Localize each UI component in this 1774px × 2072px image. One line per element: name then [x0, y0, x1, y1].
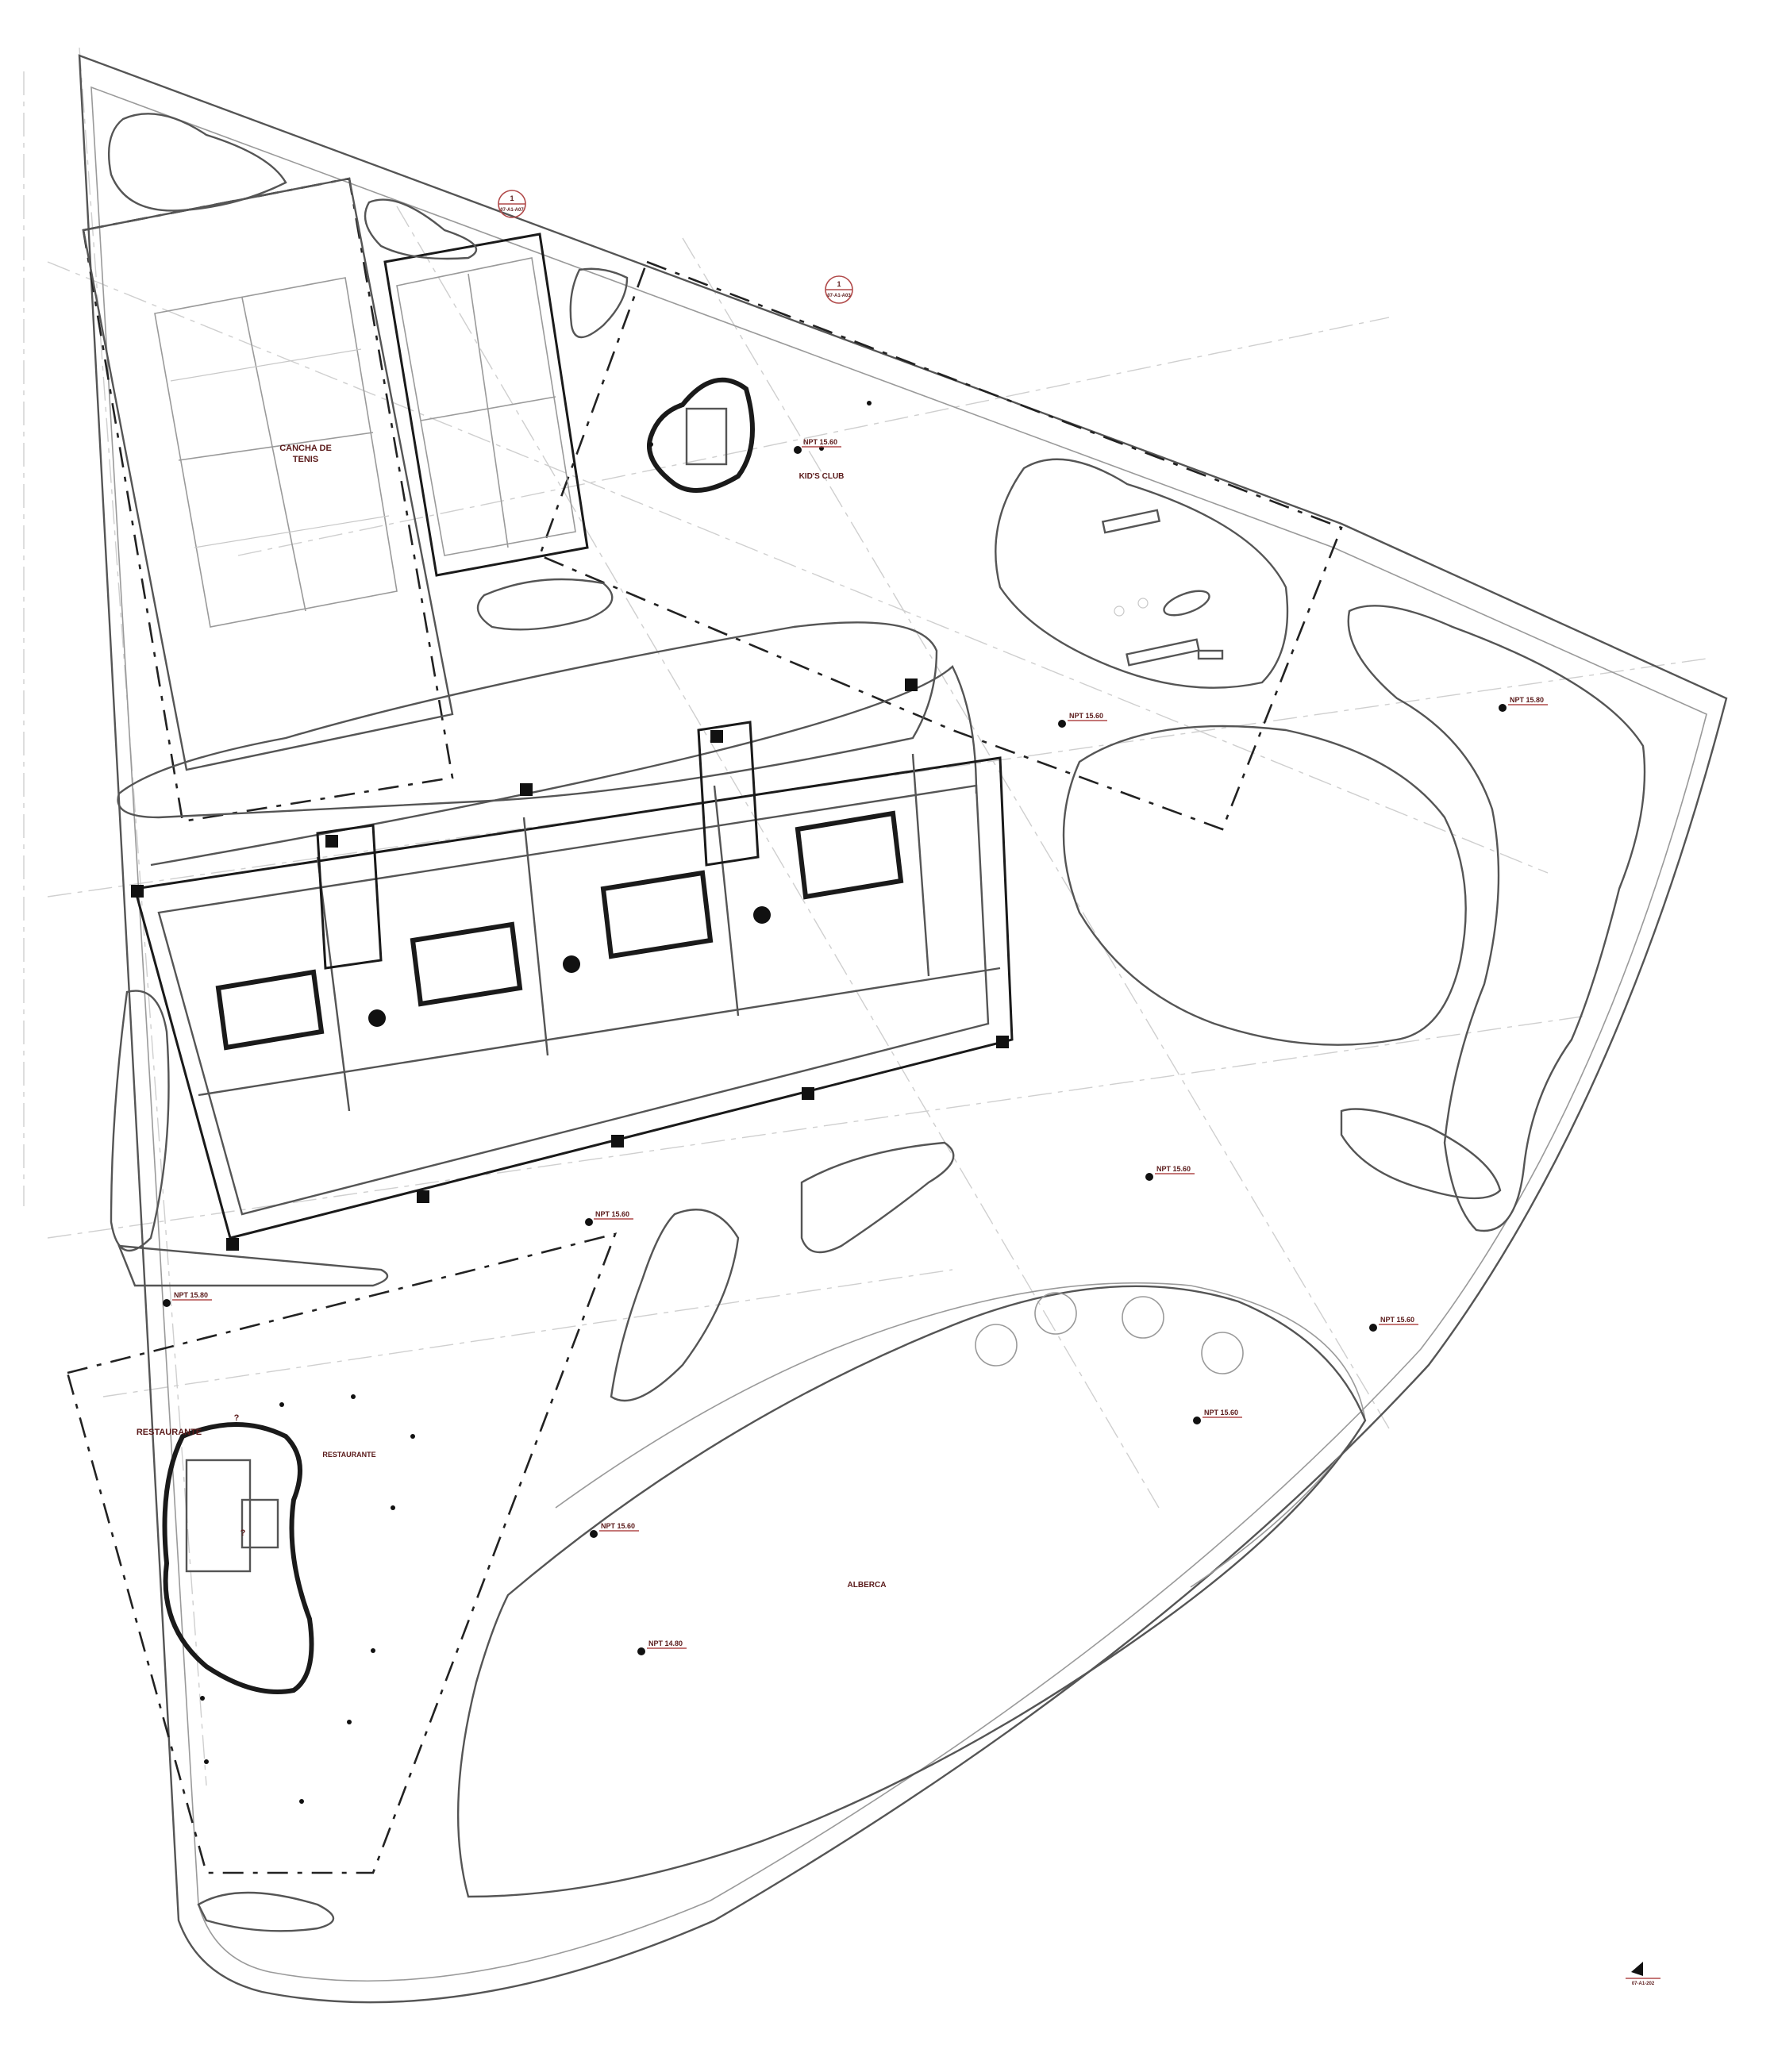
- level-label: NPT 15.60: [1069, 712, 1103, 720]
- north-arrow-code: 07-A1-202: [1632, 1982, 1655, 1986]
- section-marker-2-top: 1: [837, 280, 841, 288]
- restaurant-building: [162, 1422, 314, 1694]
- section-marker-2-code: 07-A1-A03: [827, 294, 851, 298]
- level-marker: NPT 15.60: [794, 438, 841, 454]
- level-marker: NPT 15.60: [1369, 1316, 1418, 1332]
- tennis-court-large: [82, 177, 454, 771]
- site-boundary: [78, 54, 1728, 2004]
- level-marker: NPT 15.60: [590, 1522, 639, 1538]
- level-marker: NPT 14.80: [637, 1640, 687, 1655]
- section-marker-1-code: 07-A1-A07: [500, 208, 524, 213]
- question-mark-2: ?: [241, 1528, 246, 1538]
- kids-club-label: KID'S CLUB: [799, 472, 845, 481]
- restaurant-label-2: RESTAURANTE: [322, 1451, 375, 1459]
- level-marker: NPT 15.60: [1193, 1409, 1242, 1424]
- landscape-forms: [108, 113, 1646, 1932]
- main-building: [131, 678, 1014, 1251]
- pool-label: ALBERCA: [848, 1581, 887, 1590]
- north-arrow: 07-A1-202: [1626, 1962, 1660, 1986]
- level-label: NPT 15.80: [174, 1291, 208, 1299]
- question-mark: ?: [234, 1413, 240, 1423]
- level-marker: NPT 15.80: [163, 1291, 212, 1307]
- section-marker-1-top: 1: [510, 194, 514, 202]
- tennis-court-small: [383, 233, 589, 577]
- playground: [1101, 509, 1224, 667]
- level-label: NPT 15.60: [1204, 1409, 1238, 1417]
- tennis-court-label-2: TENIS: [293, 455, 318, 464]
- level-label: NPT 14.80: [648, 1640, 683, 1647]
- tennis-court-label: CANCHA DE: [279, 444, 332, 453]
- restaurant-label: RESTAURANTE: [137, 1428, 202, 1437]
- pool: [456, 1285, 1367, 1898]
- level-label: NPT 15.80: [1510, 696, 1544, 704]
- level-label: NPT 15.60: [1380, 1316, 1414, 1324]
- grid-lines: [23, 47, 1707, 1786]
- section-marker-1: 1 07-A1-A07: [498, 190, 526, 218]
- section-marker-2: 1 07-A1-A03: [825, 275, 853, 304]
- level-marker: NPT 15.60: [585, 1210, 633, 1226]
- level-label: NPT 15.60: [1156, 1165, 1191, 1173]
- level-marker: NPT 15.60: [1058, 712, 1107, 728]
- kids-club-building: [647, 377, 755, 493]
- level-label: NPT 15.60: [595, 1210, 629, 1218]
- level-label: NPT 15.60: [601, 1522, 635, 1530]
- furniture-dots: [200, 401, 872, 1804]
- level-label: NPT 15.60: [803, 438, 837, 446]
- level-marker: NPT 15.60: [1145, 1165, 1195, 1181]
- level-marker: NPT 15.80: [1499, 696, 1548, 712]
